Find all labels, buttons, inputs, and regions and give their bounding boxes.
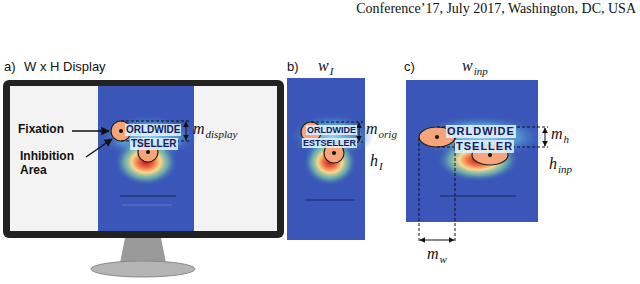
heatmap-ground [98,86,194,231]
panel-letter: a) [4,60,16,75]
heatmap-hotspot [303,138,357,186]
heatmap-image [98,86,198,231]
dimension-subscript: inp [558,163,572,176]
heatmap-image [406,80,546,222]
image-text: ORLDWIDE [306,125,357,135]
dimension-subscript: w [440,253,447,266]
panel-title: W x H Display [24,60,106,75]
monitor-neck [120,238,166,263]
dimension-subscript: I [330,65,334,78]
image-text: ORLDWIDE [446,125,516,138]
book-edge [305,199,355,201]
heatmap-ground [287,78,365,240]
book-edge [120,195,176,197]
fixation-dot [488,153,492,157]
heatmap-glow [98,115,198,159]
fixation-dot [146,150,150,154]
panel-letter: b) [287,60,299,75]
heatmap-hotspot [114,138,178,186]
fixation-dot [332,151,336,155]
dimension-symbol: h [549,155,557,173]
dimension-symbol: h [370,152,378,170]
monitor-screen [10,86,277,231]
monitor [3,80,284,277]
fixation-dot [119,129,123,133]
dimension-subscript: orig [379,128,397,141]
dimension-subscript: inp [474,65,488,78]
dimension-symbol: m [193,120,205,138]
heatmap-glow [414,115,546,159]
monitor-base [91,261,195,277]
dimension-symbol: m [551,125,563,143]
running-header: Conference’17, July 2017, Washington, DC… [356,1,636,17]
book-edge [440,195,516,197]
book-edge [122,205,172,206]
callout-label: Inhibition Area [20,150,90,178]
dimension-subscript: display [206,128,238,141]
dimension-bracket [419,138,455,243]
leader-arrow [86,139,112,157]
monitor-bezel [3,80,284,238]
callout-label: Fixation [18,123,64,137]
dimension-subscript: h [564,133,570,146]
heatmap-image [287,78,374,240]
leader-arrow [72,130,109,131]
dimension-symbol: m [427,245,439,263]
dimension-symbol: w [462,57,473,75]
image-text: TSELLER [130,138,178,150]
image-text: ORLDWIDE [125,124,181,136]
panel-letter: c) [404,60,415,75]
fixation-dot [435,135,439,139]
image-text: ESTSELLER [302,138,357,148]
dimension-symbol: w [318,57,329,75]
dimension-subscript: I [379,160,383,173]
dimension-symbol: m [366,120,378,138]
image-text: TSELLER [455,140,514,153]
